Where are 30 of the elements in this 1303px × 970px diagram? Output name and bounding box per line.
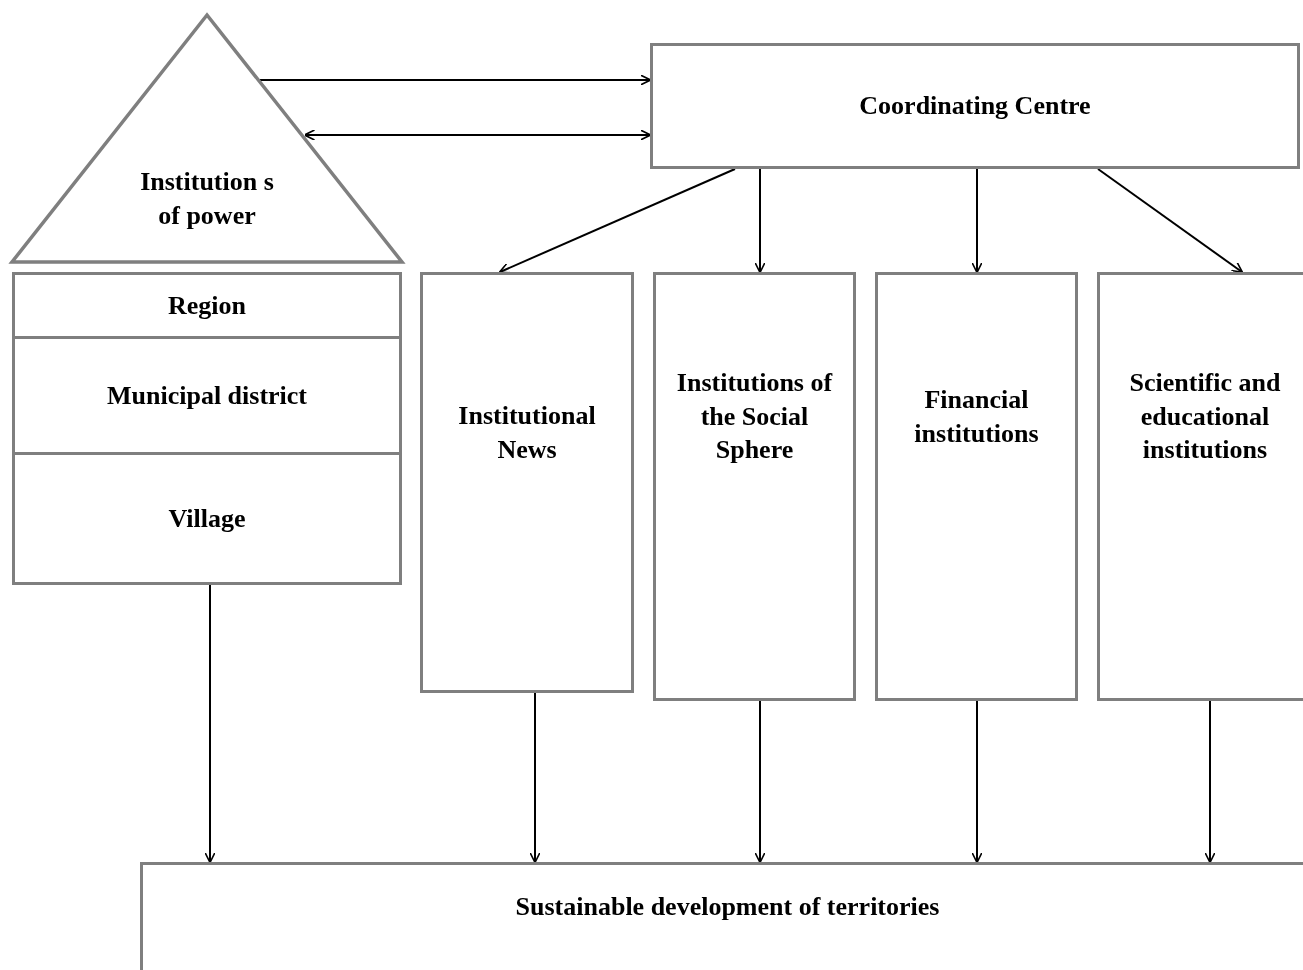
- process-box: [1097, 272, 1303, 701]
- process-box: [12, 336, 402, 455]
- box-label: Sustainable development of territories: [515, 891, 940, 924]
- arrow: [303, 129, 652, 141]
- arrow: [1204, 700, 1216, 864]
- process-box: [12, 452, 402, 585]
- arrow: [754, 168, 766, 274]
- box-label: Village: [168, 502, 246, 535]
- box-label: Coordinating Centre: [859, 90, 1091, 123]
- box-label: Institutions of the Social Sphere: [675, 366, 834, 467]
- arrow: [529, 692, 541, 864]
- box-label: Financial institutions: [913, 383, 1040, 450]
- process-box: [12, 272, 402, 339]
- process-box: [140, 862, 1303, 970]
- box-label: Institution s of power: [139, 166, 275, 232]
- process-box: [420, 272, 634, 693]
- arrow: [971, 168, 983, 274]
- box-label: Institutional News: [457, 399, 597, 466]
- box-label: Municipal district: [106, 379, 308, 412]
- arrow: [204, 584, 216, 864]
- process-box: [653, 272, 856, 701]
- process-box: [875, 272, 1078, 701]
- box-label: Region: [168, 289, 246, 322]
- process-box: [650, 43, 1300, 169]
- box-label: Scientific and educational institutions: [1128, 366, 1282, 467]
- arrow: [1097, 168, 1244, 274]
- arrow: [259, 74, 652, 86]
- arrow: [971, 700, 983, 864]
- arrow: [498, 168, 736, 274]
- arrow: [754, 700, 766, 864]
